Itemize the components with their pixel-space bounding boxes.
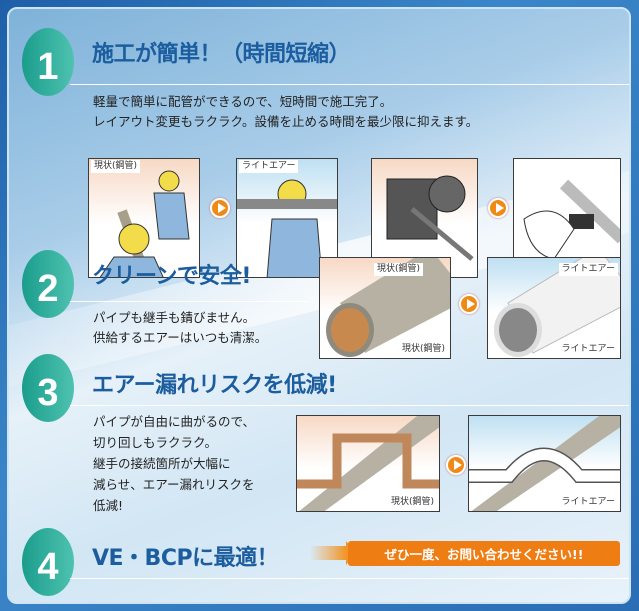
- image-rusted-pipe: 現状(鋼管): [319, 257, 451, 359]
- section-3-badge: 3: [22, 354, 74, 422]
- play-arrow-icon: [488, 198, 508, 218]
- play-arrow-icon: [459, 294, 479, 314]
- text-line: 軽量で簡単に配管ができるので、短時間で施工完了。: [93, 94, 393, 109]
- joints-illustration: [297, 416, 439, 511]
- divider: [70, 301, 309, 302]
- play-arrow-icon: [210, 198, 230, 218]
- text-line: レイアウト変更もラクラク。設備を止める時間を最少限に抑えます。: [93, 114, 479, 129]
- machine-illustration: [386, 175, 474, 261]
- section-3-text: パイプが自由に曲がるので、 切り回しもラクラク。 継手の接続箇所が大幅に 減らせ…: [93, 411, 255, 516]
- caption: ライトエアー: [558, 496, 618, 509]
- image-steel-piping-joints: 現状(鋼管): [296, 415, 440, 512]
- text-line: 低減!: [93, 498, 124, 513]
- image-workers-steel-pipe: 現状(鋼管): [88, 158, 200, 278]
- arrow-right-icon: [310, 541, 356, 565]
- section-4-title: VE・BCPに最適！: [92, 546, 279, 571]
- image-bent-lightair-pipe: ライトエアー: [468, 415, 621, 512]
- text-line: パイプも継手も錆びません。: [93, 310, 256, 325]
- caption: 現状(鋼管): [374, 263, 424, 276]
- rusted-pipe-illustration: [326, 258, 450, 357]
- play-arrow-icon: [446, 455, 466, 475]
- section-3-title: エアー漏れリスクを低減!: [92, 373, 337, 398]
- clean-pipe-illustration: [494, 258, 620, 357]
- caption: ライトエアー: [558, 263, 618, 276]
- caption: 現状(鋼管): [91, 160, 141, 173]
- section-1-text: 軽量で簡単に配管ができるので、短時間で施工完了。 レイアウト変更もラクラク。設備…: [93, 92, 478, 132]
- bent-pipe-illustration: [469, 416, 620, 511]
- divider: [70, 84, 629, 85]
- section-2-title: クリーンで安全!: [92, 264, 251, 289]
- section-4-badge: 4: [22, 528, 74, 596]
- contact-button[interactable]: ぜひ一度、お問い合わせください!!: [348, 541, 620, 566]
- caption: 現状(鋼管): [387, 496, 437, 509]
- section-1-badge: 1: [22, 28, 74, 96]
- section-2-text: パイプも継手も錆びません。 供給するエアーはいつも清潔。: [93, 308, 267, 348]
- text-line: 供給するエアーはいつも清潔。: [93, 330, 268, 345]
- text-line: 切り回しもラクラク。: [93, 435, 218, 450]
- worker-illustration: [237, 179, 337, 277]
- cutter-illustration: [523, 179, 620, 260]
- image-worker-lightair: ライトエアー: [236, 158, 338, 278]
- divider: [70, 405, 629, 406]
- text-line: 減らせ、エアー漏れリスクを: [93, 477, 255, 492]
- caption: ライトエアー: [239, 160, 299, 173]
- text-line: 継手の接続箇所が大幅に: [93, 456, 231, 471]
- workers-illustration: [99, 170, 190, 277]
- divider: [70, 578, 629, 579]
- caption: 現状(鋼管): [398, 343, 448, 356]
- section-2-badge: 2: [22, 250, 74, 318]
- text-line: パイプが自由に曲がるので、: [93, 414, 256, 429]
- section-1-title: 施工が簡単！（時間短縮）: [92, 42, 351, 67]
- caption: ライトエアー: [558, 343, 618, 356]
